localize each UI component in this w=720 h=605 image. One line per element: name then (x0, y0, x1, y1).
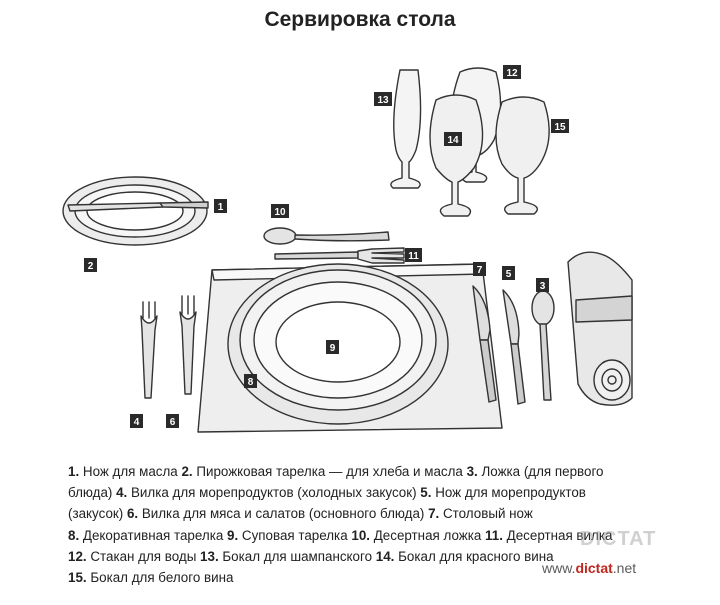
legend-item-text: Десертная вилка (502, 527, 613, 543)
legend-item-text: (закусок) (68, 506, 127, 522)
legend-item-number: 5. (420, 485, 432, 501)
label-1: 1 (214, 199, 227, 213)
svg-text:14: 14 (447, 135, 459, 146)
main-fork (179, 295, 197, 395)
legend-line: 1. Нож для масла 2. Пирожковая тарелка —… (68, 461, 668, 482)
butter-knife (67, 201, 209, 212)
legend-item-number: 13. (200, 548, 219, 564)
svg-text:6: 6 (170, 417, 176, 428)
page-title: Сервировка стола (264, 8, 456, 31)
legend-item-number: 1. (68, 464, 80, 479)
label-15: 15 (551, 119, 569, 133)
watermark-logo: DICTAT (580, 528, 657, 550)
svg-text:8: 8 (248, 377, 254, 388)
item-number-labels: 1 2 3 4 5 6 7 8 9 10 11 12 13 14 15 (84, 65, 569, 428)
champagne-flute (390, 69, 422, 189)
label-11: 11 (405, 248, 422, 262)
legend-line: 15. Бокал для белого вина (68, 567, 668, 588)
red-wine-glass (429, 94, 484, 217)
label-6: 6 (166, 414, 179, 428)
watermark-brand: dictat (575, 560, 613, 576)
legend-line: (закусок) 6. Вилка для мяса и салатов (о… (68, 503, 668, 524)
legend-item-number: 9. (227, 527, 239, 543)
legend-item-number: 11. (485, 527, 503, 543)
label-5: 5 (502, 266, 515, 280)
svg-text:5: 5 (506, 269, 512, 280)
legend-item-number: 15. (68, 570, 87, 586)
legend-item-text: Стакан для воды (86, 548, 201, 564)
label-4: 4 (130, 414, 143, 428)
legend-item-number: 2. (181, 464, 193, 479)
label-13: 13 (374, 92, 392, 106)
legend-item-text: Бокал для белого вина (86, 570, 234, 586)
legend-item-text: Нож для морепродуктов (431, 485, 586, 501)
svg-text:11: 11 (408, 251, 419, 262)
label-7: 7 (473, 262, 486, 276)
svg-text:7: 7 (477, 265, 483, 276)
legend-item-number: 12. (68, 548, 87, 564)
legend-item-number: 4. (116, 485, 128, 501)
legend-item-text: Бокал для красного вина (394, 548, 554, 564)
legend-item-text: блюда) (68, 485, 117, 501)
label-9: 9 (326, 340, 339, 354)
dessert-spoon (263, 227, 390, 245)
white-wine-glass (495, 96, 550, 215)
label-14: 14 (444, 132, 462, 146)
label-2: 2 (84, 258, 97, 272)
legend-line: блюда) 4. Вилка для морепродуктов (холод… (68, 482, 668, 503)
legend: 1. Нож для масла 2. Пирожковая тарелка —… (68, 461, 668, 588)
legend-line: 8. Декоративная тарелка 9. Суповая тарел… (68, 525, 668, 546)
svg-text:2: 2 (88, 261, 94, 272)
legend-item-text: Вилка для мяса и салатов (основного блюд… (138, 506, 429, 522)
label-3: 3 (536, 278, 549, 292)
svg-text:4: 4 (134, 417, 140, 428)
soup-spoon (531, 290, 555, 401)
watermark-url: www.dictat.net (542, 560, 636, 576)
legend-item-number: 14. (375, 548, 395, 564)
dessert-fork (274, 247, 405, 264)
legend-item-text: Столовый нож (439, 506, 533, 522)
svg-text:13: 13 (377, 95, 389, 106)
legend-item-text: Десертная ложка (370, 527, 486, 543)
svg-text:12: 12 (506, 68, 518, 79)
label-8: 8 (244, 374, 257, 388)
legend-line: 12. Стакан для воды 13. Бокал для шампан… (68, 546, 668, 567)
svg-text:9: 9 (330, 343, 336, 354)
watermark-suffix: .net (612, 560, 637, 576)
legend-item-text: Суповая тарелка (238, 527, 352, 543)
legend-item-number: 6. (126, 506, 139, 522)
seafood-fork (140, 301, 158, 399)
legend-item-number: 10. (351, 527, 371, 543)
legend-item-number: 3. (466, 464, 478, 479)
legend-item-text: Пирожковая тарелка — для хлеба и масла (192, 464, 467, 479)
seafood-knife (502, 289, 526, 405)
soup-plate (227, 263, 449, 425)
table-setting-illustration: 1 2 3 4 5 6 7 8 9 10 11 12 13 14 15 (62, 65, 633, 433)
legend-item-text: Вилка для морепродуктов (холодных закусо… (127, 485, 421, 501)
table-knife (472, 285, 497, 403)
bread-plate (62, 176, 208, 246)
legend-item-number: 8. (68, 527, 80, 543)
legend-item-number: 7. (428, 506, 440, 522)
watermark-prefix: www. (542, 560, 576, 576)
legend-item-text: Бокал для шампанского (218, 548, 376, 564)
svg-text:1: 1 (218, 202, 224, 213)
svg-text:10: 10 (274, 207, 286, 218)
legend-item-text: Декоративная тарелка (79, 527, 228, 543)
legend-item-text: Ложка (для первого (477, 464, 604, 479)
svg-text:3: 3 (540, 281, 546, 292)
label-12: 12 (503, 65, 521, 79)
legend-item-text: Нож для масла (79, 464, 182, 479)
label-10: 10 (271, 204, 289, 218)
svg-text:15: 15 (554, 122, 566, 133)
napkin (567, 251, 633, 406)
